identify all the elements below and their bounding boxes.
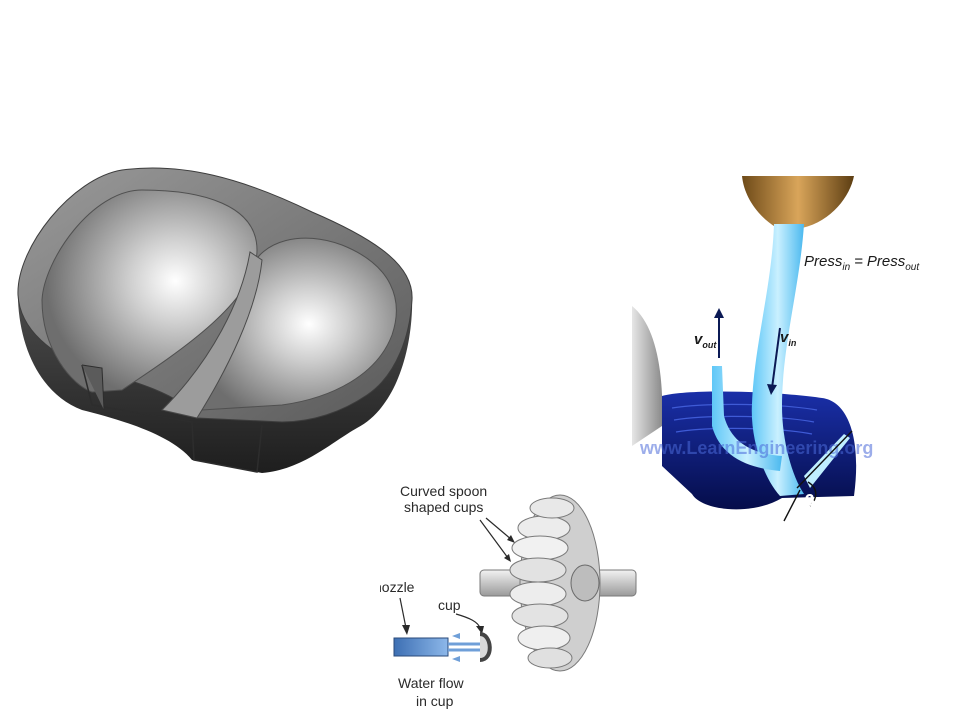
bucket-3d-illustration: [17, 167, 413, 473]
wheel-runner: [509, 494, 601, 672]
wheel-edge: [632, 306, 663, 446]
jet-diagram-svg: www.LearnEngineering.org β Pressin=Press…: [632, 176, 920, 522]
bucket-notch: [81, 364, 263, 473]
water-jet-in: [751, 224, 804, 496]
pelton-wheel-schematic: Curved spoon shaped cups nozzle cup: [380, 470, 642, 720]
label-cups-line2: shaped cups: [404, 499, 483, 515]
small-cup: [479, 632, 492, 662]
nozzle: [742, 176, 854, 228]
pressure-equation: Pressin=Pressout: [804, 253, 920, 273]
watermark-text: www.LearnEngineering.org: [639, 438, 873, 458]
jet-bucket-velocity-diagram: www.LearnEngineering.org β Pressin=Press…: [632, 176, 948, 528]
wheel-schematic-svg: Curved spoon shaped cups nozzle cup: [380, 483, 637, 709]
v-in-arrow: [771, 327, 781, 389]
label-flow-line2: in cup: [416, 693, 454, 709]
v-in-label: vin: [780, 329, 797, 348]
svg-text:Pressin=Pressout: Pressin=Pressout: [804, 253, 920, 273]
label-cups-line1: Curved spoon: [400, 483, 487, 499]
v-out-label: vout: [694, 331, 717, 350]
small-nozzle: [393, 637, 449, 657]
label-flow-line1: Water flow: [398, 675, 464, 691]
bucket-cup-left: [41, 189, 258, 393]
label-cup: cup: [438, 597, 461, 613]
bucket-splitter: [161, 251, 263, 419]
label-nozzle: nozzle: [380, 579, 415, 595]
water-jet-out: [712, 366, 782, 471]
pelton-bucket-render: [12, 160, 417, 475]
angle-beta: β: [804, 491, 815, 510]
